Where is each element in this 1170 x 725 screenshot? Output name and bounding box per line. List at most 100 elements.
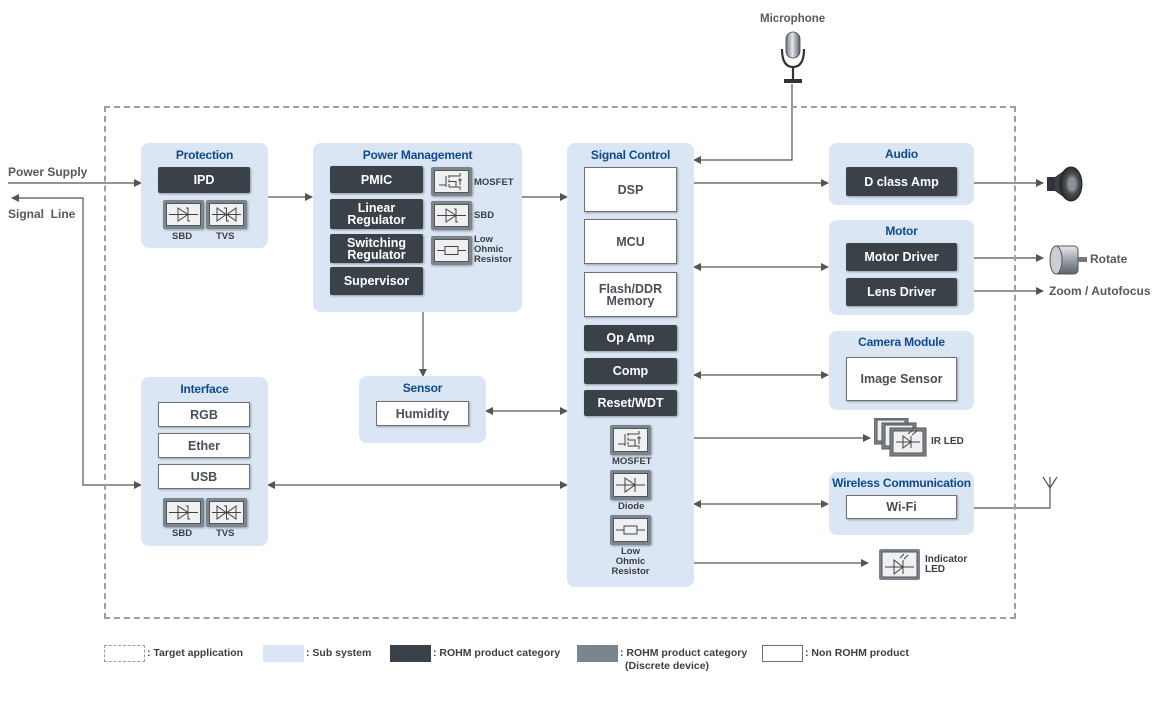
- motor-driver-block[interactable]: Motor Driver: [846, 243, 957, 271]
- legend-discrete-label: : ROHM product category (Discrete device…: [620, 647, 747, 673]
- reset-wdt-block[interactable]: Reset/WDT: [584, 390, 677, 416]
- pm-low-ohmic-line3: Resistor: [474, 254, 513, 265]
- sc-low-ohmic-label: Low Ohmic Resistor: [610, 547, 651, 577]
- sensor-title: Sensor: [402, 381, 443, 395]
- signal-control-title: Signal Control: [590, 148, 671, 162]
- rgb-block[interactable]: RGB: [158, 402, 250, 427]
- diode-icon: [613, 473, 648, 497]
- legend-discrete-line2: (Discrete device): [625, 660, 710, 672]
- interface-sbd-label: SBD: [172, 528, 193, 539]
- op-amp-block[interactable]: Op Amp: [584, 325, 677, 351]
- flash-ddr-line2: Memory: [606, 293, 655, 308]
- pm-sbd-device[interactable]: [431, 201, 472, 230]
- pm-low-ohmic-resistor-device[interactable]: [431, 236, 472, 265]
- ether-block[interactable]: Ether: [158, 433, 250, 458]
- legend-target-swatch: [104, 645, 145, 662]
- motor-title: Motor: [885, 224, 918, 238]
- legend-discrete-line1: : ROHM product category: [620, 647, 748, 659]
- mcu-block[interactable]: MCU: [584, 219, 677, 264]
- indicator-led-device: [879, 549, 920, 580]
- image-sensor-block[interactable]: Image Sensor: [846, 357, 957, 401]
- sc-low-ohmic-line3: Resistor: [611, 566, 650, 577]
- sbd-diode-icon: [166, 203, 201, 226]
- sc-low-ohmic-line2: Ohmic: [615, 556, 646, 567]
- protection-title: Protection: [175, 148, 234, 162]
- antenna-icon: [1042, 476, 1058, 490]
- wire-signal-line: [11, 194, 142, 489]
- lens-driver-block[interactable]: Lens Driver: [846, 278, 957, 306]
- humidity-block[interactable]: Humidity: [376, 401, 469, 426]
- interface-tvs-device[interactable]: [206, 498, 247, 527]
- legend-subsystem-label: : Sub system: [306, 647, 372, 659]
- flash-ddr-line1: Flash/DDR: [598, 281, 663, 296]
- switching-regulator-block[interactable]: Switching Regulator: [330, 234, 423, 263]
- resistor-icon: [613, 518, 648, 542]
- pm-sbd-label: SBD: [474, 210, 495, 221]
- mosfet-icon: [613, 428, 648, 452]
- legend-subsystem-swatch: [263, 645, 304, 662]
- ir-led-icon: [873, 417, 927, 457]
- sc-mosfet-device[interactable]: [610, 425, 651, 455]
- dsp-block[interactable]: DSP: [584, 167, 677, 212]
- legend-rohm-label: : ROHM product category: [433, 647, 561, 659]
- tvs-diode-icon: [209, 501, 244, 524]
- comp-block[interactable]: Comp: [584, 358, 677, 384]
- usb-block[interactable]: USB: [158, 464, 250, 489]
- ir-led-device: [873, 417, 930, 458]
- sc-low-ohmic-resistor-device[interactable]: [610, 515, 651, 545]
- power-supply-label: Power Supply: [8, 165, 88, 179]
- indicator-led-line2: LED: [925, 564, 945, 575]
- wireless-communication-title: Wireless Communication: [832, 476, 971, 490]
- pm-low-ohmic-line1: Low: [474, 234, 493, 245]
- legend-non-rohm-label: : Non ROHM product: [805, 647, 909, 659]
- linear-regulator-line2: Regulator: [347, 213, 406, 227]
- wire-microphone: [693, 84, 793, 164]
- protection-sbd-device[interactable]: [163, 200, 204, 229]
- microphone-icon: [780, 31, 806, 83]
- sbd-diode-icon: [434, 204, 469, 227]
- power-management-title: Power Management: [362, 148, 473, 162]
- protection-sbd-label: SBD: [172, 231, 193, 242]
- legend-discrete-swatch: [577, 645, 618, 662]
- pm-low-ohmic-line2: Ohmic: [474, 244, 504, 255]
- legend-target-label: : Target application: [147, 647, 244, 659]
- linear-regulator-block[interactable]: Linear Regulator: [330, 199, 423, 229]
- sbd-diode-icon: [166, 501, 201, 524]
- camera-module-title: Camera Module: [858, 335, 945, 349]
- sc-mosfet-label: MOSFET: [612, 456, 652, 467]
- protection-subsystem: Protection: [141, 143, 268, 248]
- indicator-led-icon: [879, 549, 920, 580]
- d-class-amp-block[interactable]: D class Amp: [846, 167, 957, 196]
- legend-non-rohm-swatch: [762, 645, 803, 662]
- protection-tvs-device[interactable]: [206, 200, 247, 229]
- switching-regulator-line1: Switching: [346, 235, 407, 250]
- microphone-label: Microphone: [760, 13, 826, 25]
- signal-line-label: Signal Line: [8, 207, 76, 221]
- flash-ddr-memory-block[interactable]: Flash/DDR Memory: [584, 272, 677, 317]
- supervisor-block[interactable]: Supervisor: [330, 267, 423, 295]
- wire-antenna: [974, 488, 1051, 509]
- linear-regulator-line1: Linear: [357, 201, 396, 215]
- pm-mosfet-device[interactable]: [431, 167, 472, 196]
- pmic-block[interactable]: PMIC: [330, 166, 423, 193]
- sc-diode-device[interactable]: [610, 470, 651, 500]
- wifi-block[interactable]: Wi-Fi: [846, 495, 957, 519]
- protection-tvs-label: TVS: [216, 231, 235, 242]
- resistor-icon: [434, 239, 469, 262]
- interface-tvs-label: TVS: [216, 528, 235, 539]
- speaker-icon: [1047, 166, 1083, 202]
- ipd-block[interactable]: IPD: [158, 167, 250, 193]
- interface-title: Interface: [180, 382, 229, 396]
- pm-low-ohmic-label: Low Ohmic Resistor: [474, 235, 512, 265]
- interface-sbd-device[interactable]: [163, 498, 204, 527]
- indicator-led-line1: Indicator: [925, 554, 968, 565]
- audio-title: Audio: [885, 147, 918, 161]
- indicator-led-label: Indicator LED: [925, 555, 967, 575]
- legend-rohm-swatch: [390, 645, 431, 662]
- motor-icon: [1049, 245, 1087, 275]
- zoom-autofocus-label: Zoom / Autofocus: [1049, 284, 1151, 298]
- sc-diode-label: Diode: [618, 501, 645, 512]
- ir-led-label: IR LED: [931, 436, 964, 447]
- switching-regulator-line2: Regulator: [347, 247, 406, 262]
